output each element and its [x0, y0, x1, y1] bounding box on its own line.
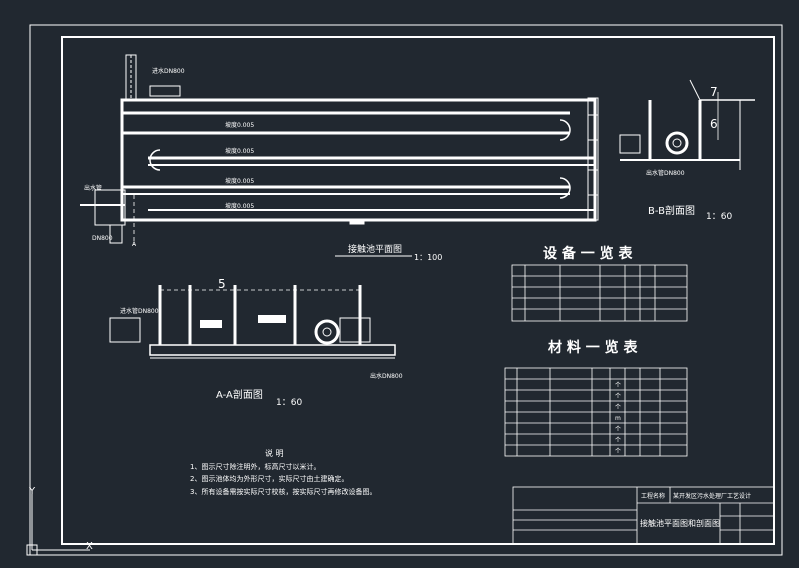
- material-unit-4: m: [615, 415, 621, 422]
- plan-view: [80, 54, 599, 245]
- inner-frame: [61, 36, 775, 545]
- section-bb-scale: 1：60: [706, 212, 732, 222]
- plan-section-a: A: [132, 241, 137, 248]
- title-block-drawing-name: 接触池平面图和剖面图: [640, 518, 720, 528]
- material-unit-1: 个: [615, 382, 621, 389]
- section-aa-pipe-in: 进水管DN800: [120, 307, 159, 315]
- material-table-title: 材 料 一 览 表: [548, 339, 638, 356]
- section-bb-title: B-B剖面图: [648, 204, 695, 217]
- title-block-project-label: 工程名称: [641, 492, 665, 500]
- notes-item-1: 1、图示尺寸除注明外，标高尺寸以米计。: [190, 462, 320, 471]
- plan-outlet-label: 出水管: [84, 184, 102, 192]
- notes-item-3: 3、所有设备需按实际尺寸校核，按实际尺寸再修改设备图。: [190, 487, 376, 496]
- section-bb: [619, 79, 755, 170]
- section-aa-title: A-A剖面图: [216, 388, 263, 401]
- plan-slope-label-1: 坡度0.005: [225, 121, 254, 129]
- title-block: [512, 486, 775, 545]
- plan-scale: 1：100: [414, 253, 442, 262]
- ucs-axis-icon: [26, 494, 90, 556]
- plan-dn-label: DN800: [92, 235, 113, 242]
- equipment-table-title: 设 备 一 览 表: [543, 245, 633, 262]
- ucs-y-label: Y: [28, 486, 36, 497]
- section-aa-scale: 1：60: [276, 398, 302, 408]
- equipment-table: [511, 264, 688, 322]
- plan-slope-label-4: 坡度0.005: [225, 202, 254, 210]
- plan-inlet-label: 进水DN800: [152, 67, 185, 75]
- section-bb-dim-7: 7: [710, 85, 718, 99]
- material-unit-6: 个: [615, 437, 621, 444]
- notes-heading: 说 明: [265, 448, 284, 458]
- plan-title: 接触池平面图: [348, 243, 402, 255]
- section-bb-pipe: 出水管DN800: [646, 169, 685, 177]
- section-aa: [109, 285, 396, 359]
- section-aa-pipe-out: 出水DN800: [370, 372, 403, 380]
- plan-slope-label-3: 坡度0.005: [225, 177, 254, 185]
- material-table: [504, 367, 688, 457]
- material-unit-7: 个: [615, 448, 621, 455]
- notes-item-2: 2、图示池体均为外形尺寸，实际尺寸由土建确定。: [190, 474, 348, 483]
- outer-frame: [29, 24, 783, 556]
- title-block-project-name: 某开发区污水处理厂工艺设计: [673, 492, 751, 500]
- section-bb-dim-6: 6: [710, 117, 718, 131]
- material-unit-2: 个: [615, 393, 621, 400]
- ucs-x-label: X: [86, 541, 93, 552]
- section-aa-dim-5: 5: [218, 277, 226, 291]
- plan-slope-label-2: 坡度0.005: [225, 147, 254, 155]
- material-unit-3: 个: [615, 404, 621, 411]
- material-unit-5: 个: [615, 426, 621, 433]
